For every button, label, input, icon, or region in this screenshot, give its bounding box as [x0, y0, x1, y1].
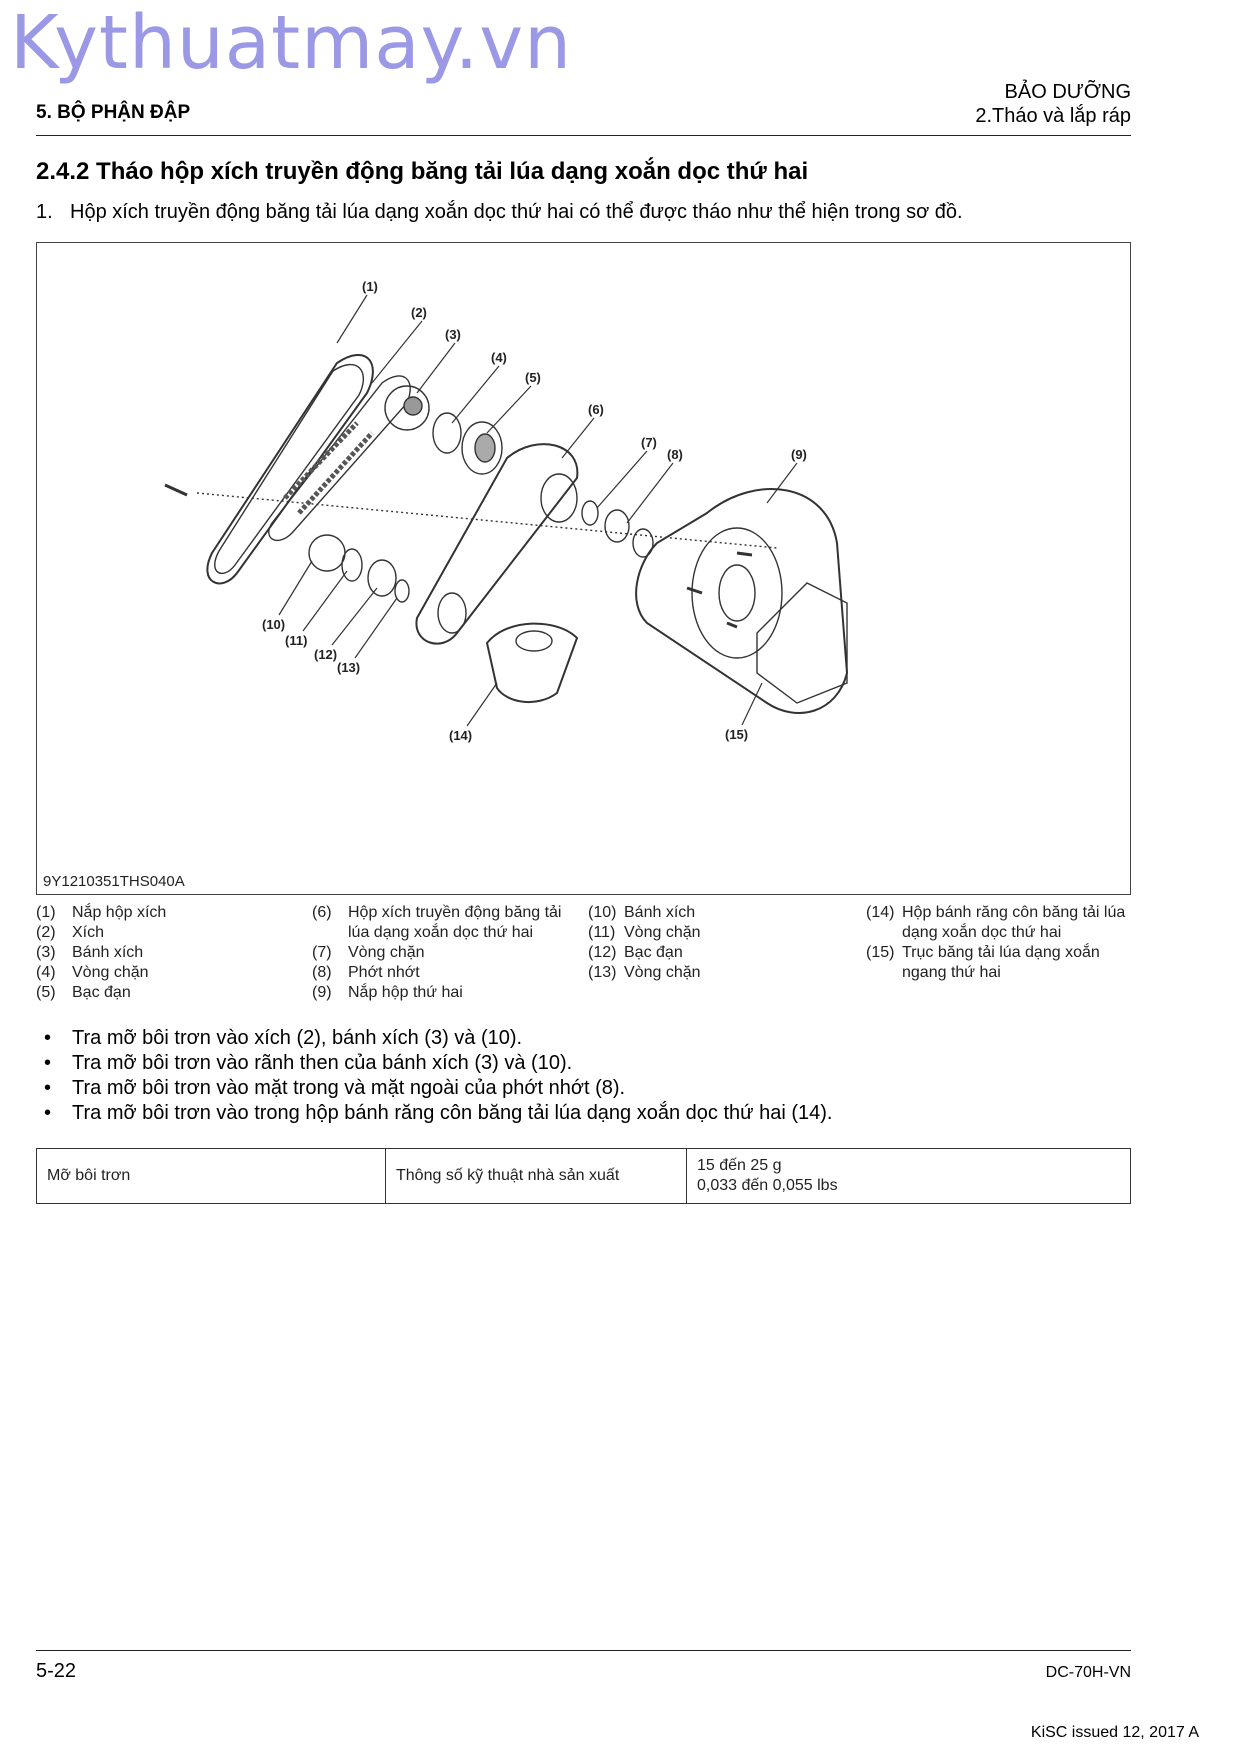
legend-item: (7)Vòng chặn: [312, 944, 425, 961]
callout-label: (12): [314, 647, 337, 662]
legend-item: (10)Bánh xích: [588, 904, 696, 921]
chain-part: [268, 375, 411, 542]
case-cover-part: [635, 488, 849, 714]
legend-item: (2)Xích: [36, 924, 105, 941]
sprocket-part: [384, 385, 430, 431]
legend-column-2: (6)Hộp xích truyền động băng tải lúa dạn…: [312, 903, 580, 1003]
bevel-gear-case-part: [485, 622, 579, 704]
chapter-title: BẢO DƯỠNG: [1004, 81, 1131, 103]
callout-label: (7): [641, 435, 657, 450]
legend-column-1: (1)Nắp hộp xích (2)Xích (3)Bánh xích (4)…: [36, 903, 298, 1003]
grease-spec-table: Mỡ bôi trơn Thông số kỹ thuật nhà sản xu…: [36, 1148, 1131, 1204]
callout-label: (9): [791, 447, 807, 462]
legend-item: (13)Vòng chặn: [588, 964, 701, 981]
chapter-header: BẢO DƯỠNG 2.Tháo và lắp ráp: [975, 80, 1131, 128]
callout-label: (8): [667, 447, 683, 462]
spec-value-cell: 15 đến 25 g 0,033 đến 0,055 lbs: [686, 1148, 1131, 1204]
legend-item: (12)Bạc đạn: [588, 944, 683, 961]
step-number: 1.: [36, 201, 53, 223]
legend-item: (3)Bánh xích: [36, 944, 144, 961]
shaft-bracket-part: [756, 582, 848, 704]
chain-case-part: [415, 443, 579, 645]
step-text: Hộp xích truyền động băng tải lúa dạng x…: [70, 201, 963, 223]
page-number: 5-22: [36, 1660, 77, 1682]
legend-item: (4)Vòng chặn: [36, 964, 149, 981]
callout-label: (1): [362, 279, 378, 294]
callout-label: (15): [725, 727, 748, 742]
list-item: •Tra mỡ bôi trơn vào trong hộp bánh răng…: [44, 1102, 833, 1124]
callout-label: (10): [262, 617, 285, 632]
issue-note: KiSC issued 12, 2017 A: [1030, 1724, 1199, 1741]
sprocket-10-part: [308, 534, 346, 572]
lubrication-notes: •Tra mỡ bôi trơn vào xích (2), bánh xích…: [36, 1026, 832, 1126]
legend-item: (5)Bạc đạn: [36, 984, 131, 1001]
legend-item: (6)Hộp xích truyền động băng tải lúa dạn…: [312, 904, 562, 941]
circlip-part: [432, 412, 462, 454]
callout-label: (14): [449, 728, 472, 743]
header-rule: [36, 135, 1131, 136]
circlip-7-part: [581, 500, 599, 526]
subchapter-title: 2.Tháo và lắp ráp: [975, 105, 1131, 127]
legend-item: (15)Trục băng tải lúa dạng xoắn ngang th…: [866, 944, 1100, 981]
callout-label: (4): [491, 350, 507, 365]
exploded-diagram: (1) (2) (3) (4) (5) (6) (7) (8) (9) (10)…: [36, 242, 1131, 895]
section-title: 2.4.2 Tháo hộp xích truyền động băng tải…: [36, 158, 809, 185]
bearing-part: [461, 421, 503, 475]
callout-label: (2): [411, 305, 427, 320]
leader-lines: [278, 294, 798, 727]
step-1: 1. Hộp xích truyền động băng tải lúa dạng…: [36, 201, 963, 224]
section-header: 5. BỘ PHẬN ĐẬP: [36, 102, 191, 123]
list-item: •Tra mỡ bôi trơn vào xích (2), bánh xích…: [44, 1027, 523, 1049]
footer-rule: [36, 1650, 1131, 1651]
legend-column-3: (10)Bánh xích (11)Vòng chặn (12)Bạc đạn …: [588, 903, 856, 983]
chain-cover-part: [206, 353, 374, 585]
figure-code: 9Y1210351THS040A: [43, 873, 185, 890]
callout-label: (6): [588, 402, 604, 417]
document-code: DC-70H-VN: [1045, 1664, 1131, 1681]
list-item: •Tra mỡ bôi trơn vào rãnh then của bánh …: [44, 1052, 573, 1074]
legend-item: (8)Phớt nhớt: [312, 964, 420, 981]
table-row: Mỡ bôi trơn Thông số kỹ thuật nhà sản xu…: [36, 1148, 1131, 1204]
spec-type-cell: Thông số kỹ thuật nhà sản xuất: [385, 1148, 687, 1204]
legend-item: (11)Vòng chặn: [588, 924, 701, 941]
callout-label: (13): [337, 660, 360, 675]
list-item: •Tra mỡ bôi trơn vào mặt trong và mặt ng…: [44, 1077, 626, 1099]
callout-label: (5): [525, 370, 541, 385]
legend-item: (9)Nắp hộp thứ hai: [312, 984, 463, 1001]
legend-item: (14)Hộp bánh răng côn băng tải lúa dạng …: [866, 904, 1126, 941]
diagram-drawing: (1) (2) (3) (4) (5) (6) (7) (8) (9) (10)…: [164, 279, 849, 743]
callout-label: (3): [445, 327, 461, 342]
watermark-logo: Kythuatmay.vn: [10, 0, 573, 86]
assembly-axis: [196, 492, 778, 549]
callout-label: (11): [285, 633, 307, 648]
oil-seal-part: [604, 509, 630, 543]
spec-item-cell: Mỡ bôi trơn: [36, 1148, 386, 1204]
legend-column-4: (14)Hộp bánh răng côn băng tải lúa dạng …: [866, 903, 1131, 983]
legend-item: (1)Nắp hộp xích: [36, 904, 167, 921]
